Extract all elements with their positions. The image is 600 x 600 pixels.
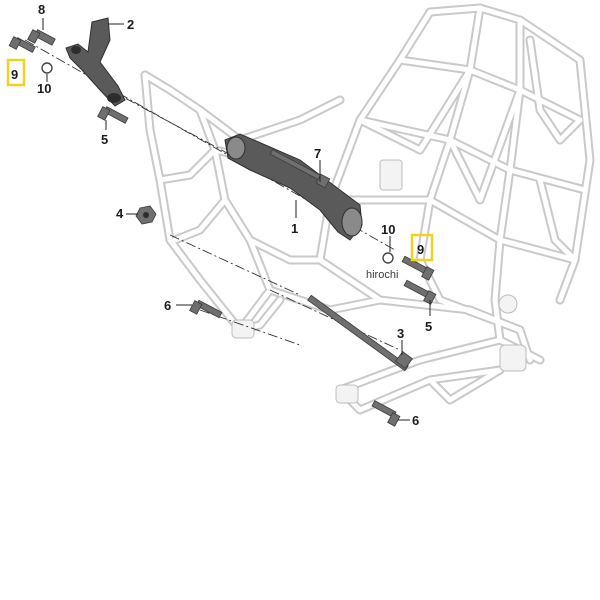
callout-6-left: 6 (164, 298, 171, 313)
callout-2: 2 (127, 17, 134, 32)
callout-1: 1 (291, 221, 298, 236)
callout-9-right: 9 (417, 242, 424, 257)
callout-6-right: 6 (412, 413, 419, 428)
bolt-part-6-left (189, 299, 223, 319)
watermark-text: hirochi (366, 269, 398, 281)
callout-7: 7 (314, 146, 321, 161)
washer-part-10-left (41, 62, 53, 74)
callout-4: 4 (116, 206, 124, 221)
bolt-part-5-right (403, 279, 437, 305)
nut-part-4 (135, 205, 157, 225)
bracket-part-2 (65, 17, 126, 107)
bolt-part-6-right (371, 400, 401, 427)
washer-part-10-right (382, 252, 394, 264)
bolt-part-5-top (97, 106, 129, 124)
highlight-box-right (410, 233, 434, 262)
bolt-part-9-left (8, 36, 36, 53)
leader-lines (42, 18, 431, 421)
callout-3: 3 (397, 326, 404, 341)
crossbar-part-1 (224, 133, 363, 241)
highlight-box-left (6, 58, 26, 87)
callout-10-left: 10 (37, 81, 51, 96)
callout-10-right: 10 (381, 222, 395, 237)
callout-8: 8 (38, 2, 45, 17)
axle-bolt-part-3 (307, 294, 413, 372)
callout-5-right: 5 (425, 319, 432, 334)
callout-5-top: 5 (101, 132, 108, 147)
callout-labels: 8 9 10 2 5 7 4 1 10 9 5 6 3 6 (11, 2, 432, 428)
motorcycle-frame (140, 3, 595, 415)
bolt-part-8 (27, 29, 56, 46)
callout-9-left: 9 (11, 67, 18, 82)
bolt-part-9-right (401, 255, 435, 281)
